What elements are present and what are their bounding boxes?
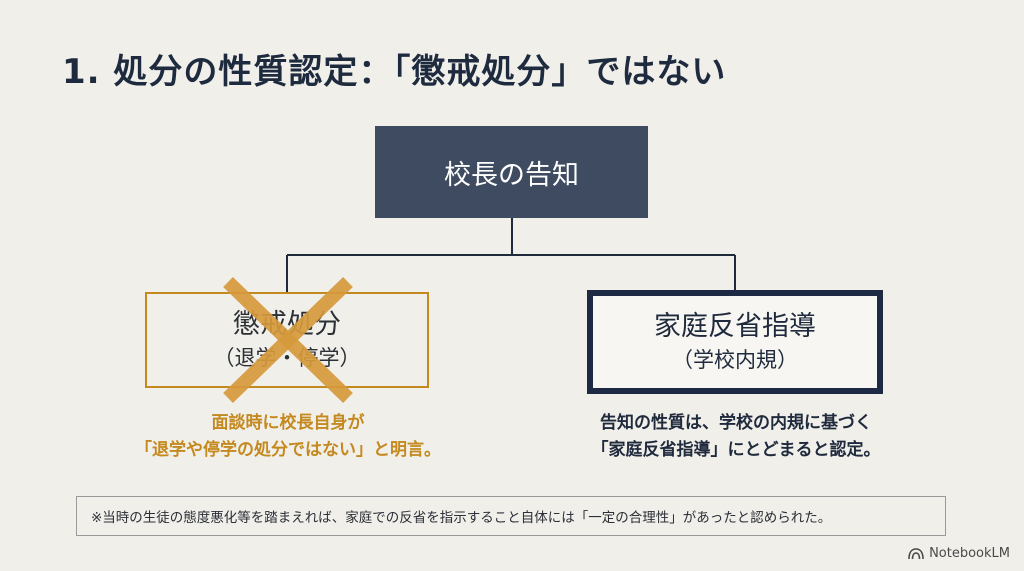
right-note: 告知の性質は、学校の内規に基づく 「家庭反省指導」にとどまると認定。 (560, 410, 912, 464)
notebooklm-logo-icon (908, 547, 924, 559)
left-box-disciplinary-action: 懲戒処分 （退学・停学） (145, 292, 429, 388)
right-box-label: 家庭反省指導 (654, 311, 816, 342)
right-note-line1: 告知の性質は、学校の内規に基づく (600, 413, 872, 433)
cross-out-icon (223, 276, 353, 404)
footnote-text: ※当時の生徒の態度悪化等を踏まえれば、家庭での反省を指示すること自体には「一定の… (91, 510, 832, 526)
brand-name: NotebookLM (929, 546, 1010, 561)
left-note: 面談時に校長自身が 「退学や停学の処分ではない」と明言。 (110, 410, 466, 464)
top-box-principal-notice: 校長の告知 (375, 126, 648, 218)
brand-watermark: NotebookLM (908, 546, 1010, 561)
top-box-label: 校長の告知 (444, 159, 579, 191)
right-note-line2: 「家庭反省指導」にとどまると認定。 (591, 440, 881, 460)
left-note-line2: 「退学や停学の処分ではない」と明言。 (135, 440, 441, 460)
footnote-box: ※当時の生徒の態度悪化等を踏まえれば、家庭での反省を指示すること自体には「一定の… (76, 496, 946, 536)
right-box-home-reflection-guidance: 家庭反省指導 （学校内規） (587, 290, 883, 394)
left-note-line1: 面談時に校長自身が (211, 413, 365, 433)
right-box-sublabel: （学校内規） (672, 348, 798, 372)
page-title: 1. 処分の性質認定：「懲戒処分」ではない (62, 52, 727, 92)
